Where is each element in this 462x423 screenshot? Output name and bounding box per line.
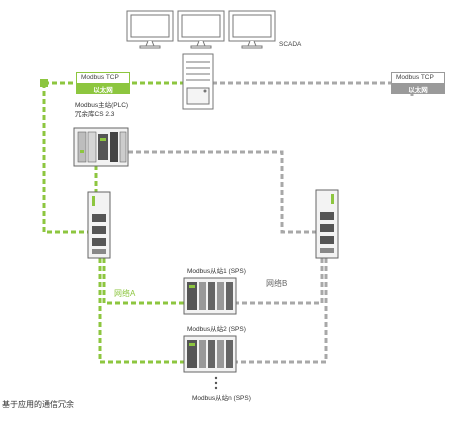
network-b-label: 网络B <box>266 279 288 288</box>
left-junction-node <box>40 79 48 87</box>
slave1-label: Modbus从站1 (SPS) <box>187 268 246 275</box>
slave-n-label: Modbus从站n (SPS) <box>192 395 251 402</box>
network-right-box: Modbus TCP 以太网 <box>391 72 445 94</box>
slave2-io-icon <box>183 335 237 373</box>
switch-a-icon <box>87 191 111 259</box>
network-left-protocol: Modbus TCP <box>81 74 119 81</box>
master-label-line2: 冗余库CS 2.3 <box>75 111 115 118</box>
network-a-links <box>42 81 196 364</box>
server-tower-icon <box>182 53 214 110</box>
master-label-line1: Modbus主站(PLC) <box>75 102 129 109</box>
network-right-protocol: Modbus TCP <box>396 74 434 81</box>
plc-master-icon <box>73 127 129 167</box>
scada-monitors <box>126 10 276 49</box>
monitor-icon <box>228 10 276 49</box>
scada-label: SCADA <box>279 41 302 48</box>
network-left-box: Modbus TCP 以太网 <box>76 72 130 94</box>
slave1-io-icon <box>183 277 237 315</box>
network-a-label: 网络A <box>114 289 136 298</box>
network-left-medium: 以太网 <box>77 83 129 94</box>
monitor-icon <box>177 10 225 49</box>
monitor-icon <box>126 10 174 49</box>
network-b-links <box>112 81 414 364</box>
switch-b-icon <box>315 189 339 259</box>
network-right-medium: 以太网 <box>392 83 444 94</box>
slave2-label: Modbus从站2 (SPS) <box>187 326 246 333</box>
diagram-caption: 基于应用的通信冗余 <box>2 400 74 409</box>
more-slaves-ellipsis-icon <box>214 376 218 390</box>
